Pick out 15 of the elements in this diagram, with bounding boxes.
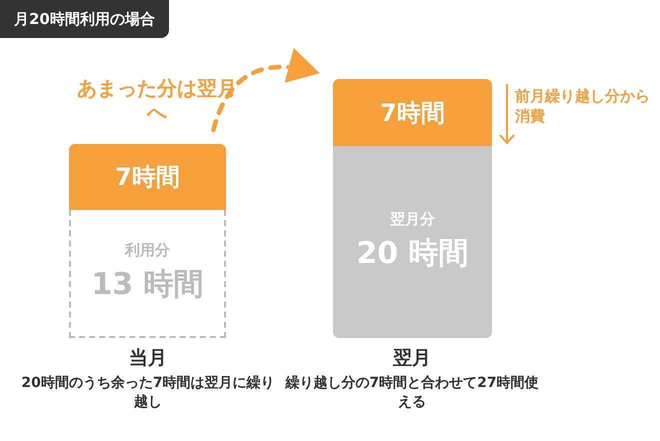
arrow — [211, 48, 320, 132]
value-text: 13 時間 — [91, 266, 204, 304]
column-heading: 当月 — [128, 346, 168, 371]
value-text: 7時間 — [115, 162, 180, 193]
bar-segment — [69, 144, 226, 210]
description: 繰り越し分の7時間と合わせて27時間使える — [284, 374, 540, 412]
note: 前月繰り越し分から消費 — [515, 86, 651, 126]
value-text: 7時間 — [380, 98, 445, 128]
bar-segment — [333, 79, 492, 146]
segment-label: 利用分 — [125, 241, 170, 260]
dashed-box — [69, 210, 226, 338]
bar-segment — [333, 146, 492, 338]
title-badge: 月20時間利用の場合 — [0, 0, 169, 38]
description: 20時間のうち余った7時間は翌月に繰り越し — [20, 374, 276, 412]
column-heading: 翌月 — [392, 346, 432, 371]
